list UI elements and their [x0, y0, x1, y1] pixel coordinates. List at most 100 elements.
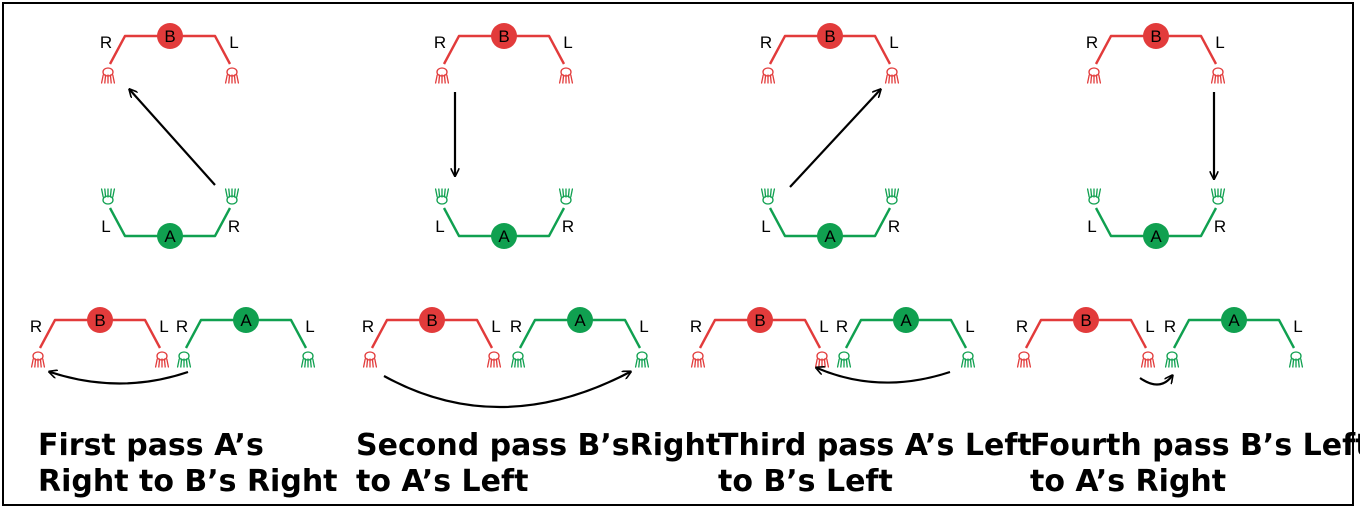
- hand-icon: [1288, 351, 1304, 368]
- hand-icon: [154, 351, 170, 368]
- hand-finger: [884, 74, 888, 84]
- hand-finger: [893, 74, 896, 84]
- player-b-top-side-label: L: [1215, 33, 1224, 52]
- hand-finger: [1210, 188, 1214, 198]
- player-a-bottom-side-label: L: [965, 317, 974, 336]
- hand-finger: [104, 74, 107, 84]
- hand-finger: [558, 188, 562, 198]
- hand-icon: [836, 351, 852, 368]
- hand-icon: [760, 67, 776, 84]
- player-a-top-side-label: R: [562, 217, 574, 236]
- hand-icon: [634, 351, 650, 368]
- caption-third-line2: to B’s Left: [718, 464, 893, 499]
- hand-finger: [371, 358, 374, 368]
- hand-icon: [486, 351, 502, 368]
- hand-finger: [964, 358, 967, 368]
- hand-finger: [374, 358, 378, 368]
- hand-finger: [1140, 358, 1144, 368]
- hand-finger: [1016, 358, 1020, 368]
- hand-icon: [1086, 67, 1102, 84]
- hand-finger: [1222, 74, 1226, 84]
- hand-finger: [848, 358, 852, 368]
- hand-finger: [300, 358, 304, 368]
- hand-finger: [690, 358, 694, 368]
- hand-finger: [236, 188, 240, 198]
- hand-finger: [233, 188, 236, 198]
- hand-finger: [188, 358, 192, 368]
- hand-finger: [309, 358, 312, 368]
- hand-finger: [764, 188, 767, 198]
- hand-finger: [519, 358, 522, 368]
- hand-finger: [1210, 74, 1214, 84]
- player-b-bottom-side-label: R: [30, 317, 42, 336]
- hand-icon: [1210, 67, 1226, 84]
- hand-finger: [233, 74, 236, 84]
- hand-finger: [224, 188, 228, 198]
- hand-icon: [884, 67, 900, 84]
- hand-icon: [1016, 351, 1032, 368]
- player-b-bottom-side-label: L: [1145, 317, 1154, 336]
- player-b-top-letter: B: [1150, 27, 1161, 46]
- player-b-top-side-label: R: [100, 33, 112, 52]
- caption-fourth-line1: Fourth pass B’s Left: [1030, 428, 1360, 463]
- hand-icon: [960, 351, 976, 368]
- player-b-top-side-label: L: [229, 33, 238, 52]
- hand-finger: [1219, 188, 1222, 198]
- player-b-bottom-side-label: L: [819, 317, 828, 336]
- hand-finger: [166, 358, 170, 368]
- hand-finger: [769, 74, 772, 84]
- hand-icon: [1140, 351, 1156, 368]
- hand-icon: [1086, 188, 1102, 205]
- caption-first-line2: Right to B’s Right: [38, 464, 338, 499]
- caption-fourth-line2: to A’s Right: [1030, 464, 1227, 499]
- caption-fourth-pass: Fourth pass B’s Left to A’s Right: [1030, 428, 1360, 500]
- player-a-bottom-side-label: R: [510, 317, 522, 336]
- hand-finger: [567, 188, 570, 198]
- hand-icon: [558, 67, 574, 84]
- caption-second-line2: to A’s Left: [356, 464, 529, 499]
- hand-finger: [1164, 358, 1168, 368]
- hand-finger: [1222, 188, 1226, 198]
- hand-finger: [888, 188, 891, 198]
- hand-finger: [1297, 358, 1300, 368]
- hand-finger: [840, 358, 843, 368]
- hand-finger: [1288, 358, 1292, 368]
- player-a-bottom-ball: [893, 307, 919, 333]
- hand-icon: [558, 188, 574, 205]
- hand-finger: [366, 358, 369, 368]
- player-b-bottom-side-label: L: [159, 317, 168, 336]
- player-a-bottom-ball: [1221, 307, 1247, 333]
- hand-finger: [438, 188, 441, 198]
- hand-finger: [764, 74, 767, 84]
- hand-finger: [634, 358, 638, 368]
- arrow-third-pass-bottom: [817, 368, 951, 384]
- player-b-top-letter: B: [498, 27, 509, 46]
- hand-finger: [823, 358, 826, 368]
- hand-finger: [960, 358, 964, 368]
- hand-finger: [1292, 358, 1295, 368]
- hand-finger: [100, 188, 104, 198]
- hand-icon: [434, 67, 450, 84]
- player-a-bottom-letter: A: [1228, 311, 1240, 330]
- hand-finger: [176, 358, 180, 368]
- player-a-bottom-side-label: R: [1164, 317, 1176, 336]
- hand-icon: [300, 351, 316, 368]
- player-b-bottom-side-label: R: [1016, 317, 1028, 336]
- hand-finger: [180, 358, 183, 368]
- player-a-top-ball: [157, 223, 183, 249]
- hand-finger: [884, 188, 888, 198]
- hand-finger: [760, 188, 764, 198]
- player-a-top-side-label: R: [1214, 217, 1226, 236]
- hand-finger: [514, 358, 517, 368]
- caption-first-pass: First pass A’s Right to B’s Right: [38, 428, 338, 500]
- hand-finger: [969, 358, 972, 368]
- arrow-first-pass: [130, 90, 216, 186]
- hand-icon: [100, 67, 116, 84]
- hand-icon: [30, 351, 46, 368]
- hand-finger: [638, 358, 641, 368]
- hand-finger: [826, 358, 830, 368]
- hand-finger: [760, 74, 764, 84]
- player-b-bottom-ball: [747, 307, 773, 333]
- player-a-bottom-side-label: L: [639, 317, 648, 336]
